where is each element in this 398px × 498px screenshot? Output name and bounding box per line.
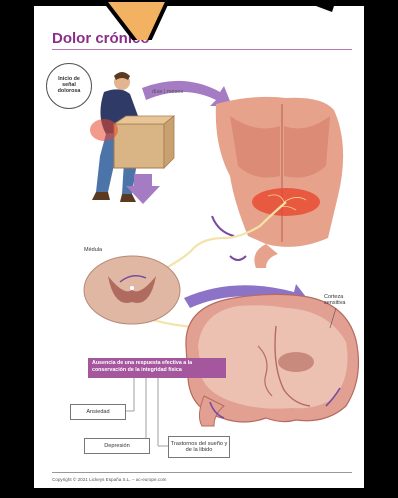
spinal-cord-cross-section xyxy=(84,256,180,324)
diagram-sheet: Dolor crónico xyxy=(34,6,364,488)
copyright-text: Copyright © 2021 Lickeys España S.L. – a… xyxy=(52,477,166,482)
onset-label-circle: Inicio de señal dolorosa xyxy=(46,63,92,109)
cortex-label: Corteza sensitiva xyxy=(324,294,358,307)
small-arrow-back xyxy=(230,256,246,260)
depression-box: Depresión xyxy=(84,438,150,454)
response-banner: Ausencia de una respuesta efectiva a la … xyxy=(88,358,226,378)
duration-label: días | meses xyxy=(152,89,183,95)
anxiety-box: Ansiedad xyxy=(70,404,126,420)
back-anatomy-illustration xyxy=(216,97,343,268)
circular-arrow-back xyxy=(212,216,234,236)
footer-divider xyxy=(52,472,352,473)
spinal-cord-label: Médula xyxy=(84,247,102,253)
onset-label: Inicio de señal dolorosa xyxy=(51,77,87,95)
sleep-libido-box: Trastornos del sueño y de la libido xyxy=(168,436,230,458)
consequence-connectors xyxy=(124,378,168,446)
